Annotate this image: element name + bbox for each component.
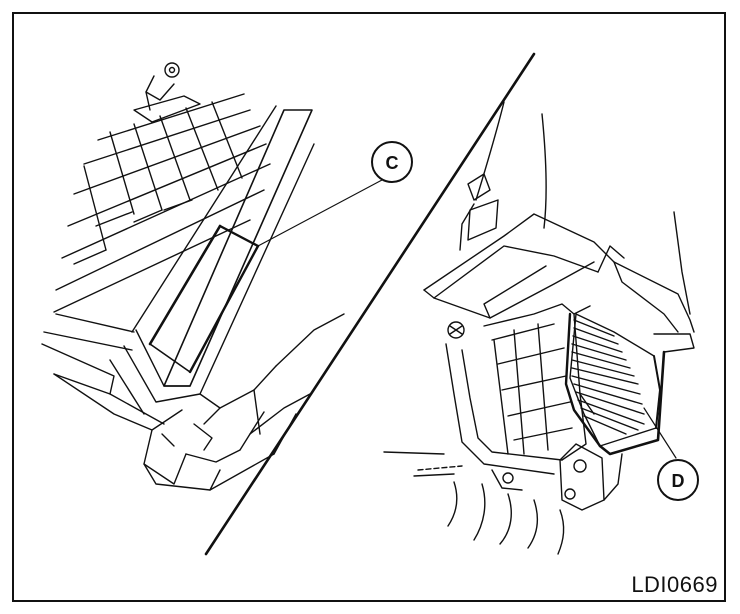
callout-c-circle: [371, 141, 413, 183]
line-art: C: [41, 52, 699, 556]
screw-icon: [145, 62, 180, 111]
callout-d-circle: [657, 459, 699, 501]
callout-c-leader: [257, 179, 383, 247]
housing-grille: [43, 93, 277, 351]
figure-code: LDI0669: [631, 572, 718, 597]
view-divider: [204, 52, 536, 556]
illustration-frame: C: [12, 12, 726, 602]
callout-d-leader: [643, 407, 677, 459]
filter-housing: [383, 303, 623, 555]
left-view: C: [41, 62, 413, 491]
callout-d-label: D: [672, 471, 685, 491]
glovebox-lid: [423, 211, 695, 353]
lower-housing: [41, 313, 345, 491]
filter-frame-c: [109, 109, 315, 415]
filter-element-d: [564, 312, 666, 456]
callout-c-label: C: [386, 153, 399, 173]
right-view: D: [383, 101, 699, 555]
